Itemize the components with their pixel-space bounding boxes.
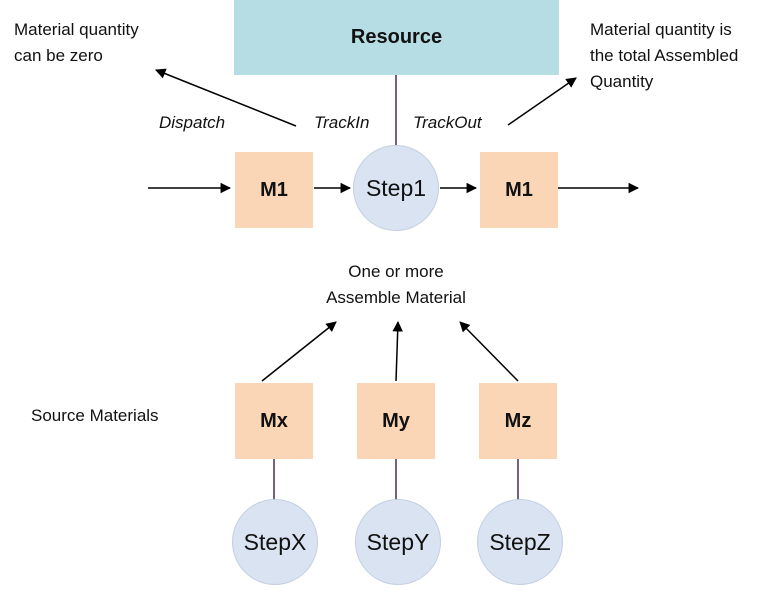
mx-assemble-arrow xyxy=(261,321,337,382)
my-assemble-arrow xyxy=(392,320,403,382)
source-materials-label: Source Materials xyxy=(31,406,159,425)
trackin-label: TrackIn xyxy=(314,113,370,132)
source-material-label: Mx xyxy=(260,409,288,432)
resource-label: Resource xyxy=(350,26,443,48)
resource-box: Resource xyxy=(234,0,559,75)
input-material-label: M1 xyxy=(260,178,288,201)
stepy-circle: StepY xyxy=(355,499,441,585)
stepz-circle: StepZ xyxy=(477,499,563,585)
assembled-quantity-note-line: Quantity xyxy=(590,72,654,91)
source-material-label: Mz xyxy=(504,409,532,432)
zero-quantity-note: Material quantity can be zero xyxy=(14,17,139,69)
mz-assemble-arrow xyxy=(459,321,519,382)
source-material-mx: Mx xyxy=(235,383,313,459)
assembled-quantity-note-line: Material quantity is xyxy=(590,20,732,39)
output-material-m1: M1 xyxy=(480,152,558,228)
source-material-my: My xyxy=(357,383,435,459)
assemble-material-note-line: Assemble Material xyxy=(326,288,466,307)
stepy-label: StepY xyxy=(366,528,430,555)
dispatch-note-arrow xyxy=(155,68,297,127)
dispatch-label: Dispatch xyxy=(159,113,226,132)
input-material-m1: M1 xyxy=(235,152,313,228)
trackout-note-arrow xyxy=(507,77,577,126)
assemble-material-note-line: One or more xyxy=(348,262,444,281)
stepz-label: StepZ xyxy=(489,528,551,555)
step1-label: Step1 xyxy=(365,174,427,201)
source-material-label: My xyxy=(382,409,410,432)
step1-circle: Step1 xyxy=(353,145,439,231)
output-material-label: M1 xyxy=(505,178,533,201)
assemble-material-note: One or more Assemble Material xyxy=(311,259,481,311)
zero-quantity-note-line: Material quantity xyxy=(14,20,139,39)
source-material-mz: Mz xyxy=(479,383,557,459)
zero-quantity-note-line: can be zero xyxy=(14,46,103,65)
assembled-quantity-note-line: the total Assembled xyxy=(590,46,739,65)
assembled-quantity-note: Material quantity is the total Assembled… xyxy=(590,17,738,95)
stepx-label: StepX xyxy=(243,528,307,555)
trackout-label: TrackOut xyxy=(413,113,482,132)
stepx-circle: StepX xyxy=(232,499,318,585)
